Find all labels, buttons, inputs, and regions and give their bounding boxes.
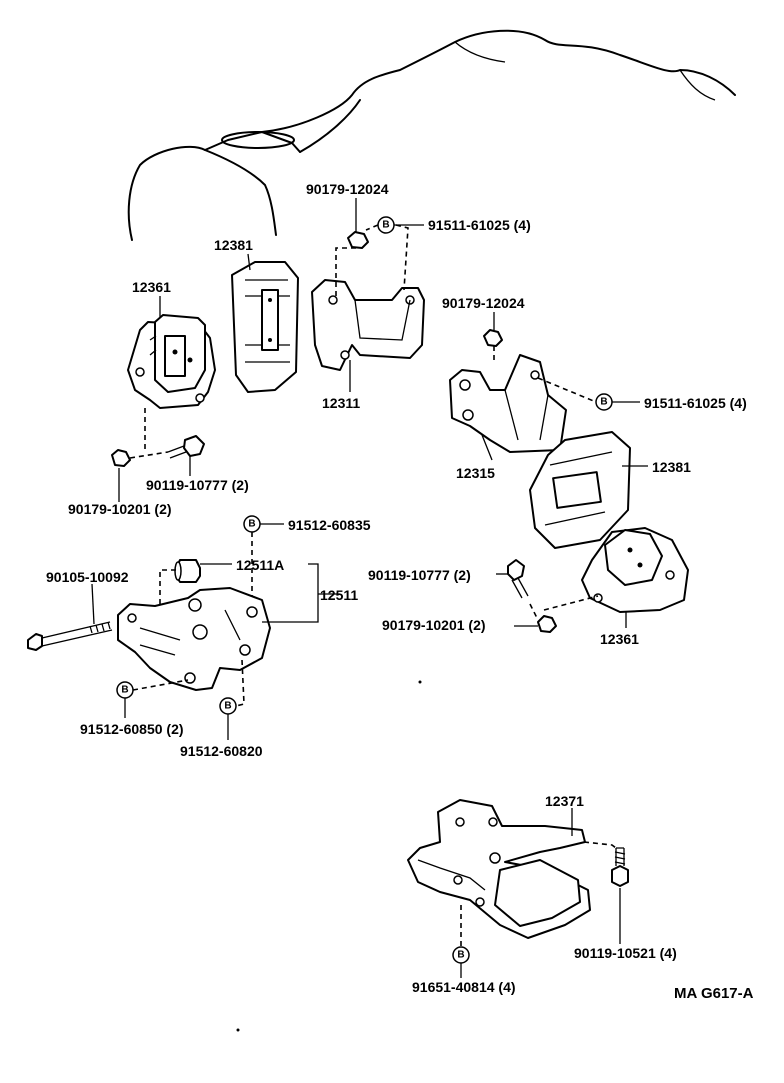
label-12381-right: 12381 bbox=[652, 459, 691, 475]
label-91512-60835: 91512-60835 bbox=[288, 517, 371, 533]
spacer-12381-right bbox=[529, 431, 631, 549]
label-90179-10201-right: 90179-10201 (2) bbox=[382, 617, 486, 633]
label-91511-61025-top: 91511-61025 (4) bbox=[428, 217, 531, 233]
label-90119-10777-right: 90119-10777 (2) bbox=[368, 567, 471, 583]
label-12361-right: 12361 bbox=[600, 631, 639, 647]
label-91651-40814: 91651-40814 (4) bbox=[412, 979, 516, 995]
b-marker-91511-right: B bbox=[595, 393, 613, 411]
label-12371: 12371 bbox=[545, 793, 584, 809]
b-marker-91512-60835: B bbox=[243, 515, 261, 533]
b-marker-letter: B bbox=[248, 519, 255, 530]
mount-12371 bbox=[407, 799, 591, 939]
label-91512-60820: 91512-60820 bbox=[180, 743, 263, 759]
label-91512-60850: 91512-60850 (2) bbox=[80, 721, 184, 737]
b-marker-91511-top: B bbox=[377, 216, 395, 234]
bracket-12511 bbox=[117, 587, 271, 691]
label-90105-10092: 90105-10092 bbox=[46, 569, 129, 585]
figure-code: MA G617-A bbox=[674, 985, 754, 1002]
b-marker-letter: B bbox=[600, 397, 607, 408]
label-12315: 12315 bbox=[456, 465, 495, 481]
nut-90179-10201-right bbox=[537, 615, 557, 633]
label-91511-61025-right: 91511-61025 (4) bbox=[644, 395, 747, 411]
bolt-90119-10777-right bbox=[507, 559, 529, 599]
bracket-12315 bbox=[449, 354, 567, 453]
label-90179-10201-left: 90179-10201 (2) bbox=[68, 501, 172, 517]
bolt-90119-10521 bbox=[611, 847, 629, 887]
b-marker-91651-40814: B bbox=[452, 946, 470, 964]
part-labels: 12361 12381 90179-12024 91511-61025 (4) … bbox=[46, 181, 747, 995]
b-marker-letter: B bbox=[457, 950, 464, 961]
scan-speck bbox=[418, 680, 422, 684]
insulator-12361-left bbox=[127, 314, 216, 409]
scan-speck bbox=[236, 1028, 240, 1032]
label-90179-12024-top: 90179-12024 bbox=[306, 181, 389, 197]
assembly-dashed-lines bbox=[129, 224, 617, 946]
bolt-90105-10092 bbox=[27, 621, 113, 651]
b-marker-letter: B bbox=[121, 685, 128, 696]
nut-90179-10201-left bbox=[111, 449, 131, 467]
b-marker-91512-60820: B bbox=[219, 697, 237, 715]
spacer-12381-left bbox=[231, 261, 299, 393]
engine-outline bbox=[127, 29, 736, 241]
nut-90179-12024-top bbox=[347, 231, 369, 249]
nut-90179-12024-mid bbox=[483, 329, 503, 347]
leader-lines bbox=[91, 198, 648, 978]
label-12511A: 12511A bbox=[236, 557, 284, 573]
label-12361-left: 12361 bbox=[132, 279, 171, 295]
b-marker-letter: B bbox=[224, 701, 231, 712]
b-marker-letter: B bbox=[382, 220, 389, 231]
spacer-12511A bbox=[174, 559, 201, 583]
label-12381-left: 12381 bbox=[214, 237, 253, 253]
label-90119-10777-left: 90119-10777 (2) bbox=[146, 477, 249, 493]
bolt-90119-10777-left bbox=[167, 435, 205, 459]
insulator-12361-right bbox=[581, 527, 689, 613]
label-12311: 12311 bbox=[322, 395, 360, 411]
label-12511: 12511 bbox=[320, 587, 358, 603]
label-90119-10521: 90119-10521 (4) bbox=[574, 945, 677, 961]
bracket-12311 bbox=[311, 279, 425, 371]
b-marker-91512-60850: B bbox=[116, 681, 134, 699]
label-90179-12024-mid: 90179-12024 bbox=[442, 295, 525, 311]
